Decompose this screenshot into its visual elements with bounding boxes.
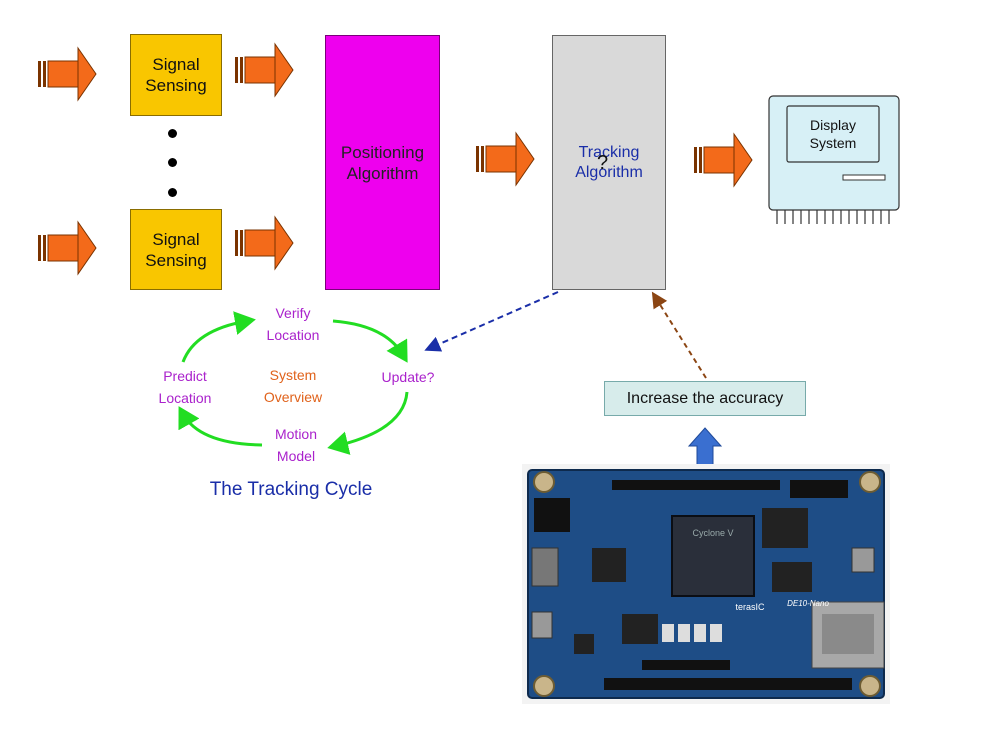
positioning-algorithm-block: Positioning Algorithm — [325, 35, 440, 290]
cycle-arrow-icon — [327, 391, 409, 455]
increase-accuracy-box: Increase the accuracy — [604, 381, 806, 416]
cycle-arrow-icon — [181, 311, 256, 363]
increase-accuracy-label: Increase the accuracy — [626, 389, 784, 407]
signal-sensing-top-label: Signal Sensing — [145, 55, 207, 95]
fpga-chip-label: Cyclone V — [692, 528, 733, 538]
display-system-label: Display System — [809, 117, 857, 151]
tracking-cycle-title: The Tracking Cycle — [209, 479, 373, 500]
ellipsis-dot-1 — [168, 129, 177, 138]
cycle-motion-model: Motion Model — [274, 426, 318, 464]
ellipsis-dot-3 — [168, 188, 177, 197]
signal-sensing-top-block: Signal Sensing — [130, 34, 222, 116]
cycle-predict-location: Predict Location — [158, 368, 212, 406]
dashed-arrow-icon — [424, 291, 559, 352]
board-brand-label: terasIC — [735, 602, 765, 612]
signal-sensing-bottom-label: Signal Sensing — [145, 229, 207, 270]
dashed-arrow-icon — [651, 291, 707, 379]
tracking-algorithm-label: Tracking Algorithm — [575, 143, 643, 181]
cycle-arrow-icon — [178, 406, 263, 447]
signal-sensing-bottom-block: Signal Sensing — [130, 209, 222, 290]
cycle-verify-location: Verify Location — [266, 305, 320, 343]
tracking-question-mark: ? — [597, 152, 609, 174]
cycle-update: Update? — [381, 369, 435, 385]
ellipsis-dot-2 — [168, 158, 177, 167]
positioning-algorithm-label: Positioning Algorithm — [340, 142, 425, 183]
display-monitor-icon — [768, 95, 900, 224]
fpga-board-image: Cyclone V terasIC DE10-Nano — [522, 464, 890, 704]
tracking-algorithm-block: Tracking Algorithm — [552, 35, 666, 290]
up-arrow-icon — [687, 427, 723, 466]
cycle-system-overview: System Overview — [263, 367, 323, 405]
board-model-label: DE10-Nano — [787, 599, 829, 608]
cycle-arrow-icon — [332, 319, 408, 363]
